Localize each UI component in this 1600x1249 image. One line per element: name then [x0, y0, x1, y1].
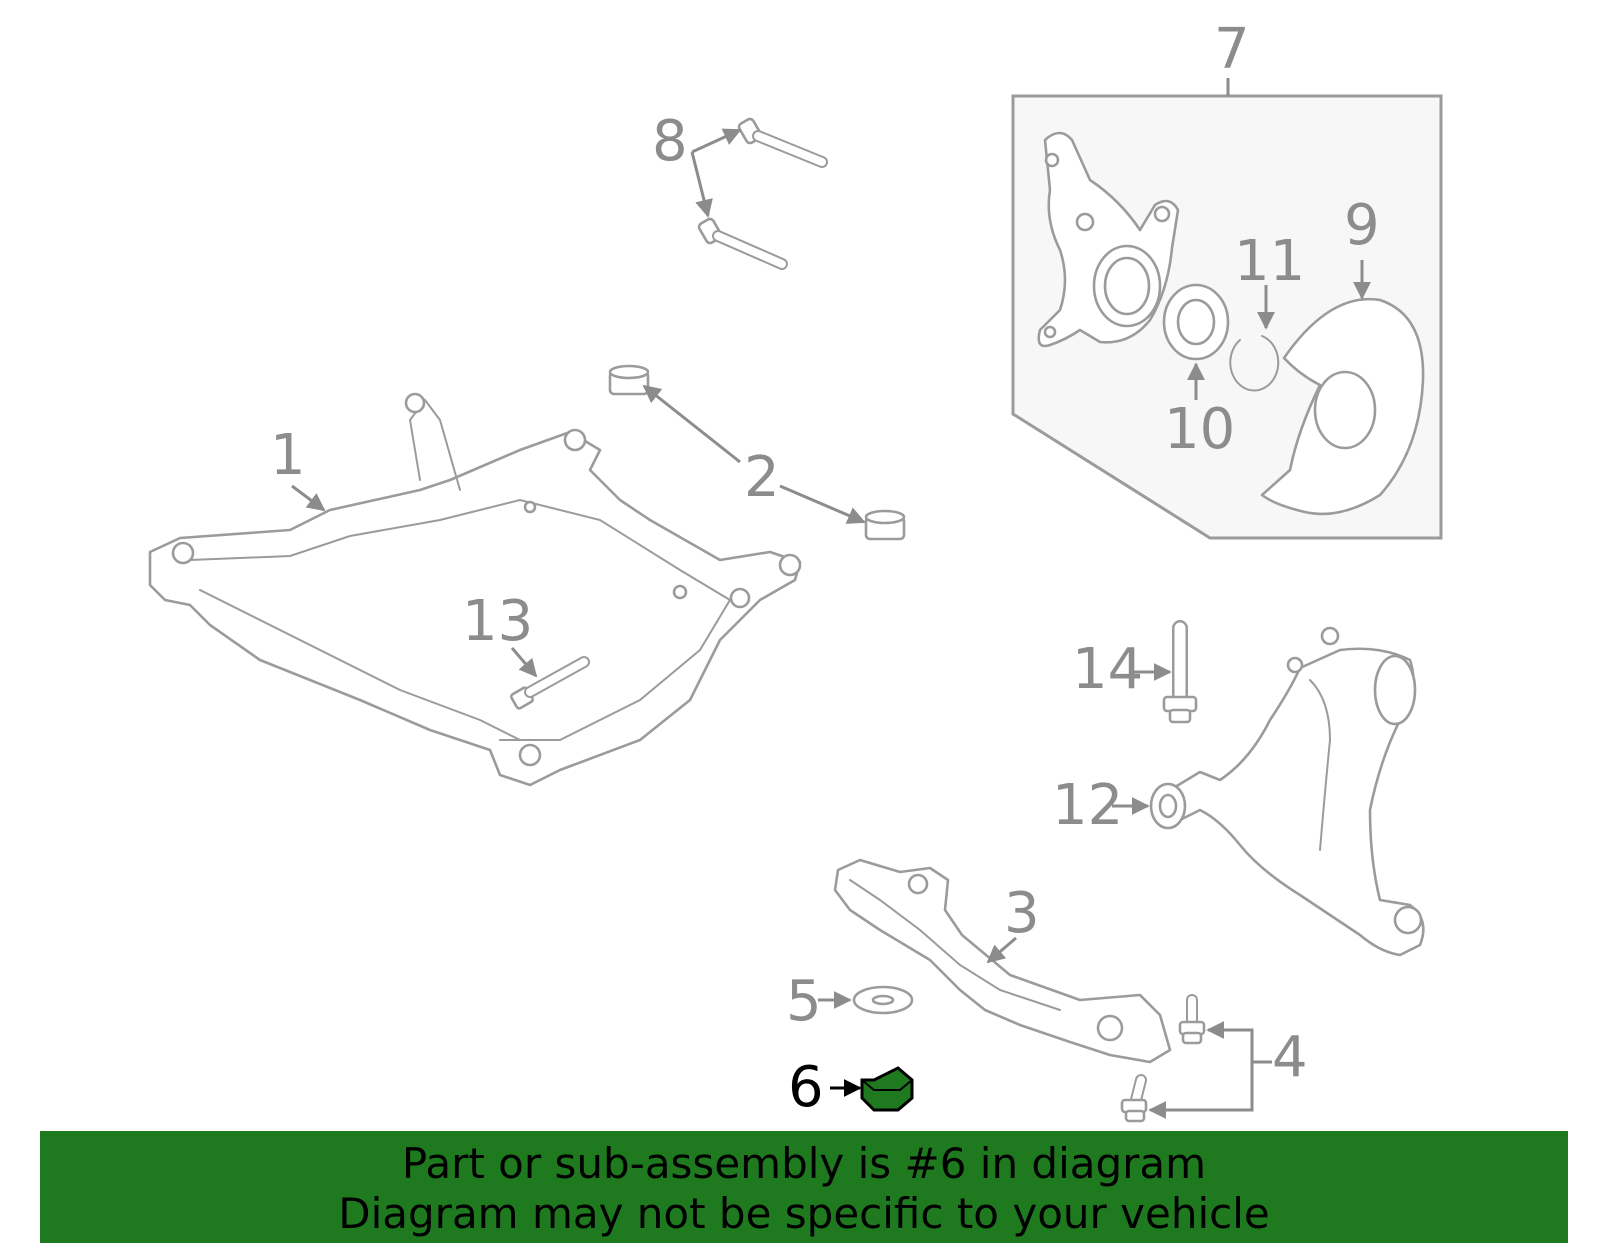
- callout-2: 2: [744, 445, 780, 510]
- bushings-2: [608, 364, 906, 541]
- banner-line-1: Part or sub-assembly is #6 in diagram: [401, 1139, 1207, 1188]
- callout-7: 7: [1214, 17, 1250, 82]
- bolt-13: [510, 647, 590, 710]
- callout-1: 1: [270, 423, 306, 488]
- nut-6-highlighted[interactable]: [830, 1066, 914, 1112]
- brace: [833, 858, 1172, 1064]
- callout-3: 3: [1004, 881, 1040, 946]
- steering-knuckle: [1037, 131, 1180, 348]
- washer: [818, 985, 914, 1015]
- bolts-4: [1120, 994, 1272, 1123]
- dust-shield: [1260, 260, 1425, 516]
- subframe: [148, 392, 802, 787]
- callout-12: 12: [1052, 773, 1123, 838]
- callout-5: 5: [786, 969, 822, 1034]
- bolt-14: [1132, 620, 1198, 724]
- callout-11: 11: [1234, 229, 1305, 294]
- wheel-bearing: [1162, 283, 1230, 400]
- callout-8: 8: [652, 109, 688, 174]
- bolts-8: [690, 117, 828, 270]
- snap-ring: [1229, 285, 1280, 392]
- callout-6: 6: [788, 1055, 824, 1120]
- lower-control-arm: [1112, 626, 1425, 957]
- callout-13: 13: [462, 589, 533, 654]
- callout-9: 9: [1344, 193, 1380, 258]
- callout-4: 4: [1272, 1025, 1308, 1090]
- info-banner: Part or sub-assembly is #6 in diagram Di…: [40, 1131, 1568, 1243]
- banner-line-2: Diagram may not be specific to your vehi…: [338, 1189, 1270, 1238]
- callout-14: 14: [1072, 637, 1143, 702]
- callout-10: 10: [1164, 397, 1235, 462]
